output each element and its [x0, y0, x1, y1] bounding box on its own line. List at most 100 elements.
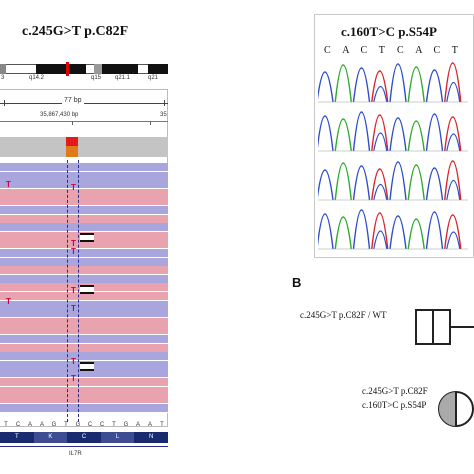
- chromatogram-peak: [407, 164, 425, 201]
- genotype-label-2b: c.160T>C p.S54P: [362, 400, 427, 410]
- variant-call-T: T: [71, 304, 76, 313]
- pedigree-square-icon: [415, 309, 474, 345]
- variant-call-T: T: [71, 374, 76, 383]
- variant-guide-line: [67, 160, 68, 422]
- chromatogram-peak: [425, 167, 444, 201]
- aligned-read: [0, 352, 168, 362]
- chromatogram-peak: [334, 162, 352, 201]
- position-label: 35,867,430 bp: [40, 112, 79, 118]
- aligned-read: [0, 214, 168, 224]
- aligned-read: [0, 378, 168, 387]
- aligned-read: [0, 206, 168, 215]
- aligned-read: [0, 197, 168, 207]
- chromatogram-secondary-peak: [446, 231, 461, 250]
- panel-b-label: B: [292, 275, 302, 290]
- gene-label: IL7R: [69, 451, 82, 457]
- chromatogram-peak: [371, 70, 389, 103]
- chromatogram-peak: [334, 64, 352, 103]
- chromatogram-secondary-peak: [373, 230, 388, 250]
- span-label: 77 bp: [62, 97, 84, 104]
- insertion-marker: [80, 362, 94, 371]
- chromatogram-peak: [444, 116, 462, 152]
- chromatogram-peak: [407, 120, 425, 152]
- chromatogram-traces: [318, 62, 468, 250]
- chromatogram-secondary-peak: [373, 132, 388, 152]
- chromatogram-secondary-peak: [446, 133, 461, 152]
- aligned-read: [0, 188, 168, 198]
- variant-guide-line: [78, 160, 79, 422]
- reference-base: A: [147, 422, 152, 428]
- genotype-label-1: c.245G>T p.C82F / WT: [300, 310, 387, 320]
- chromatogram-peak: [444, 160, 462, 201]
- chromatogram-peak: [389, 161, 407, 201]
- aligned-read: [0, 403, 168, 413]
- reference-base: C: [99, 422, 105, 428]
- chromatogram-peak: [352, 209, 371, 250]
- ruler-line: [0, 103, 168, 104]
- position-tick: [72, 121, 73, 125]
- chromatogram-peak: [371, 168, 389, 201]
- chromatogram-peak: [425, 113, 444, 152]
- chromatogram-peak: [352, 111, 371, 152]
- gene-track-line: [0, 446, 168, 447]
- variant-call-T: T: [71, 183, 76, 192]
- aligned-read: [0, 180, 168, 190]
- reference-base: C: [15, 422, 21, 428]
- base-call: A: [415, 45, 423, 56]
- ruler-tick-left: [4, 100, 5, 106]
- aligned-read: [0, 223, 168, 233]
- chromatogram-peak: [352, 165, 371, 201]
- base-call: C: [433, 45, 441, 56]
- aligned-read: [0, 309, 168, 319]
- chromatogram-peak: [318, 213, 334, 250]
- band-label: 3: [1, 75, 5, 81]
- reference-base: A: [135, 422, 140, 428]
- chromatogram-peak: [407, 218, 425, 250]
- reference-base: G: [51, 422, 57, 428]
- amino-acid-cell: T: [0, 432, 34, 443]
- insertion-marker: [80, 285, 94, 294]
- chromatogram-peak: [425, 69, 444, 103]
- band-label: q21.1: [115, 75, 131, 81]
- chromatogram-secondary-peak: [373, 183, 388, 201]
- variant-call-T: T: [6, 297, 11, 306]
- variant-call-T: T: [6, 180, 11, 189]
- aligned-read: [0, 274, 168, 284]
- band-label: q15: [91, 75, 102, 81]
- insertion-marker: [80, 233, 94, 242]
- base-call: T: [378, 45, 385, 56]
- aligned-read: [0, 240, 168, 250]
- aligned-read: [0, 257, 168, 267]
- amino-acid-cell: C: [67, 432, 101, 443]
- aligned-read: [0, 300, 168, 310]
- aligned-read: [0, 317, 168, 327]
- reference-base: T: [4, 422, 8, 428]
- aligned-read: [0, 266, 168, 276]
- aligned-read: [0, 249, 168, 258]
- chromatogram-peak: [444, 214, 462, 250]
- chromatogram-peak: [318, 115, 334, 152]
- reference-base: A: [39, 422, 44, 428]
- reference-base: C: [87, 422, 93, 428]
- position-tick: [150, 121, 151, 125]
- ruler-tick-right: [164, 100, 165, 106]
- variant-call-T: T: [71, 286, 76, 295]
- chromosome-ideogram: [0, 62, 168, 76]
- reference-base: T: [112, 422, 116, 428]
- chromatogram-peak: [318, 169, 334, 201]
- amino-acid-cell: K: [33, 432, 68, 443]
- base-call: A: [342, 45, 350, 56]
- reference-base: G: [123, 422, 129, 428]
- coverage-variant-bar: [66, 137, 78, 157]
- aligned-read: [0, 171, 168, 181]
- chromatogram-peak: [407, 66, 425, 103]
- chromatogram-title: c.160T>C p.S54P: [341, 24, 437, 39]
- coverage-track: [0, 137, 168, 157]
- aligned-read: [0, 335, 168, 344]
- base-call: T: [451, 45, 458, 56]
- chromatogram-peak: [444, 62, 462, 103]
- aligned-read: [0, 292, 168, 301]
- band-label: q14.2: [29, 75, 45, 81]
- aligned-read: [0, 163, 168, 172]
